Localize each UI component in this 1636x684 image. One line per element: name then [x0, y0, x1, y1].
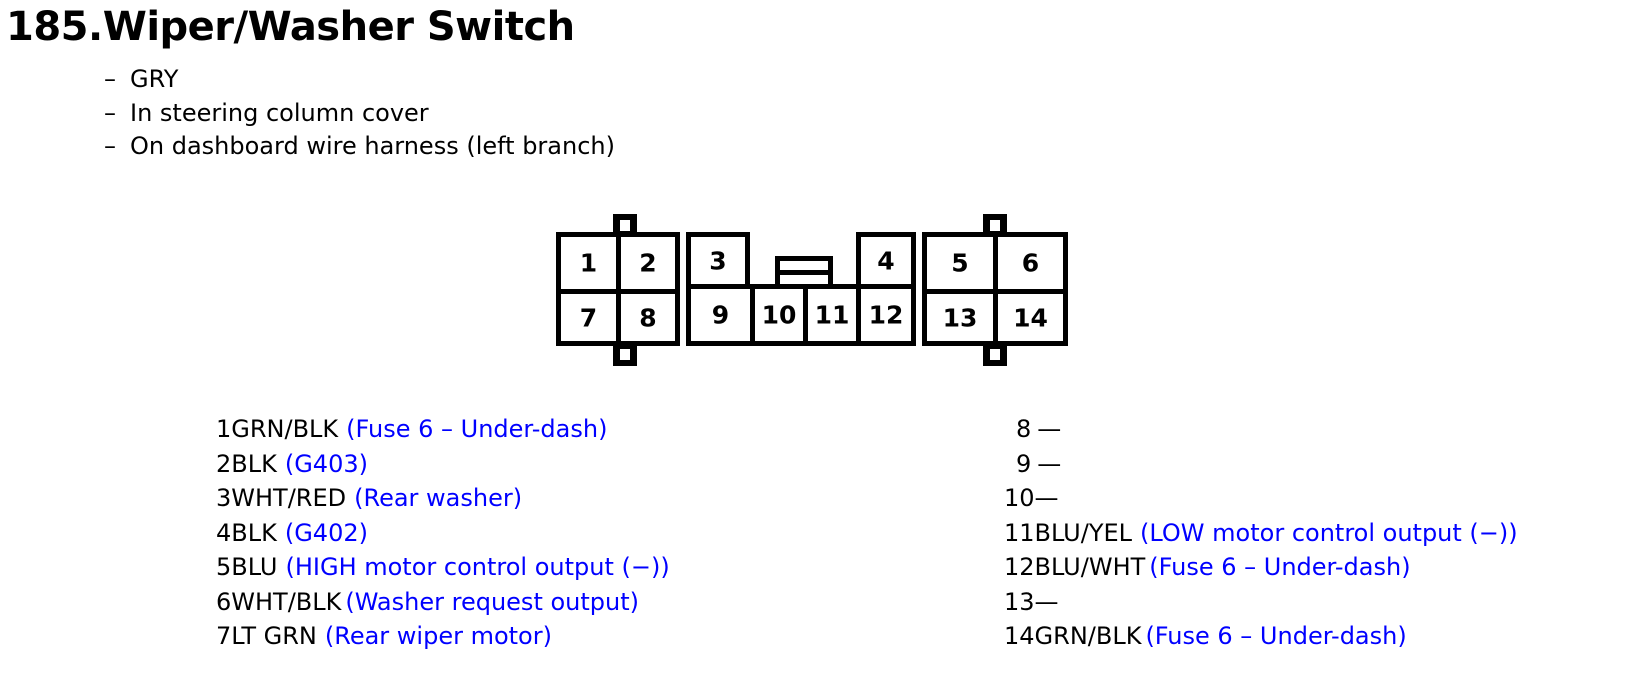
pin-identifier: 2BLK [216, 449, 277, 478]
pin-description: (Washer request output) [345, 587, 639, 616]
connector-cell-8[interactable]: 8 [621, 294, 675, 341]
cell-divider [856, 284, 861, 346]
connector-group-d: 5 6 13 14 [922, 232, 1068, 346]
pin-row: 7LT GRN (Rear wiper motor) [216, 619, 670, 654]
pin-identifier: 4BLK [216, 518, 277, 547]
connector-group-c-upper: 4 [856, 232, 916, 289]
pin-row: 2BLK (G403) [216, 447, 670, 482]
pin-row: 1GRN/BLK (Fuse 6 – Under-dash) [216, 412, 670, 447]
list-item-label: GRY [130, 65, 179, 93]
connector-cell-14[interactable]: 14 [998, 294, 1063, 341]
list-item: – GRY [104, 63, 615, 97]
description-list: – GRY – In steering column cover – On da… [104, 63, 615, 164]
connector-cell-6[interactable]: 6 [998, 237, 1063, 289]
pin-identifier: 11BLU/YEL [1004, 518, 1133, 547]
cell-label: 13 [942, 303, 978, 332]
connector-cell-13[interactable]: 13 [927, 294, 993, 341]
cell-label: 14 [1013, 303, 1048, 332]
pin-row: 11BLU/YEL (LOW motor control output (−)) [1004, 516, 1518, 551]
pin-list-left: 1GRN/BLK (Fuse 6 – Under-dash) 2BLK (G40… [216, 412, 670, 654]
pin-row: 5BLU (HIGH motor control output (−)) [216, 550, 670, 585]
cell-label: 5 [951, 248, 969, 278]
pin-row: 6WHT/BLK (Washer request output) [216, 585, 670, 620]
connector-cell-11[interactable]: 11 [808, 289, 856, 341]
pin-identifier: 5BLU [216, 553, 278, 581]
connector-cell-5[interactable]: 5 [927, 237, 993, 289]
dash-icon: – [104, 65, 116, 93]
connector-diagram: 1 2 7 8 3 9 10 11 12 [552, 210, 1076, 370]
pin-identifier: 7LT GRN [216, 622, 317, 650]
pin-identifier: 8 [1016, 415, 1032, 443]
pin-description: (Rear washer) [354, 484, 523, 512]
pin-description: (G403) [284, 449, 368, 478]
pin-description: — [1037, 415, 1062, 443]
cell-label: 4 [877, 246, 895, 275]
cell-divider [803, 284, 808, 346]
pin-identifier: 10 [1004, 484, 1035, 512]
pin-description: (HIGH motor control output (−)) [285, 553, 670, 581]
list-item: – In steering column cover [104, 97, 615, 131]
pin-identifier: 6WHT/BLK [216, 587, 342, 616]
pin-identifier: 9 [1016, 449, 1032, 478]
cell-divider [616, 232, 621, 346]
latch-divider [780, 270, 828, 275]
cell-label: 2 [639, 248, 657, 278]
page-title: 185.Wiper/Washer Switch [6, 4, 575, 50]
pin-description: (Fuse 6 – Under-dash) [1145, 622, 1407, 650]
connector-group-b-lower: 9 10 11 12 [686, 284, 916, 346]
pin-description: (LOW motor control output (−)) [1140, 518, 1518, 547]
cell-label: 12 [868, 300, 904, 330]
pin-description: — [1034, 484, 1059, 512]
pin-row: 10 — [1004, 481, 1518, 516]
dash-icon: – [104, 132, 116, 160]
pin-description: (Fuse 6 – Under-dash) [1149, 553, 1411, 581]
connector-cell-7[interactable]: 7 [561, 294, 616, 341]
pin-row: 13 — [1004, 585, 1518, 620]
pin-list-right: 8 — 9 — 10 — 11BLU/YEL (LOW motor contro… [1004, 412, 1518, 654]
connector-cell-4[interactable]: 4 [861, 237, 911, 284]
dash-icon: – [104, 98, 116, 127]
pin-row: 3WHT/RED (Rear washer) [216, 481, 670, 516]
list-item-label: In steering column cover [130, 98, 429, 127]
cell-label: 7 [579, 303, 598, 332]
cell-divider [993, 232, 998, 346]
pin-row: 12BLU/WHT (Fuse 6 – Under-dash) [1004, 550, 1518, 585]
pin-row: 4BLK (G402) [216, 516, 670, 551]
connector-cell-10[interactable]: 10 [755, 289, 803, 341]
cell-label: 6 [1021, 248, 1040, 278]
pin-identifier: 1GRN/BLK [216, 415, 339, 443]
pin-identifier: 13 [1004, 587, 1035, 616]
center-latch-icon [775, 256, 833, 289]
pin-identifier: 12BLU/WHT [1004, 553, 1146, 581]
cell-divider [750, 284, 755, 346]
cell-label: 10 [761, 300, 797, 330]
connector-cell-12[interactable]: 12 [861, 289, 911, 341]
pin-description: (Fuse 6 – Under-dash) [346, 415, 608, 443]
pin-description: (G402) [284, 518, 368, 547]
cell-label: 9 [711, 300, 730, 330]
pin-row: 9 — [1004, 447, 1518, 482]
connector-cell-3[interactable]: 3 [691, 237, 745, 284]
cell-label: 8 [639, 303, 657, 332]
pin-row: 8 — [1004, 412, 1518, 447]
list-item-label: On dashboard wire harness (left branch) [130, 132, 615, 160]
connector-cell-2[interactable]: 2 [621, 237, 675, 289]
cell-label: 11 [814, 300, 850, 330]
connector-group-b-upper: 3 [686, 232, 750, 289]
list-item: – On dashboard wire harness (left branch… [104, 130, 615, 164]
pin-identifier: 14GRN/BLK [1004, 622, 1142, 650]
pin-description: — [1037, 449, 1062, 478]
cell-label: 1 [579, 248, 598, 278]
pin-row: 14GRN/BLK (Fuse 6 – Under-dash) [1004, 619, 1518, 654]
cell-label: 3 [709, 246, 727, 275]
pin-description: — [1034, 587, 1059, 616]
pin-description: (Rear wiper motor) [324, 622, 552, 650]
connector-group-a: 1 2 7 8 [556, 232, 680, 346]
connector-cell-9[interactable]: 9 [691, 289, 750, 341]
pin-identifier: 3WHT/RED [216, 484, 347, 512]
connector-cell-1[interactable]: 1 [561, 237, 616, 289]
